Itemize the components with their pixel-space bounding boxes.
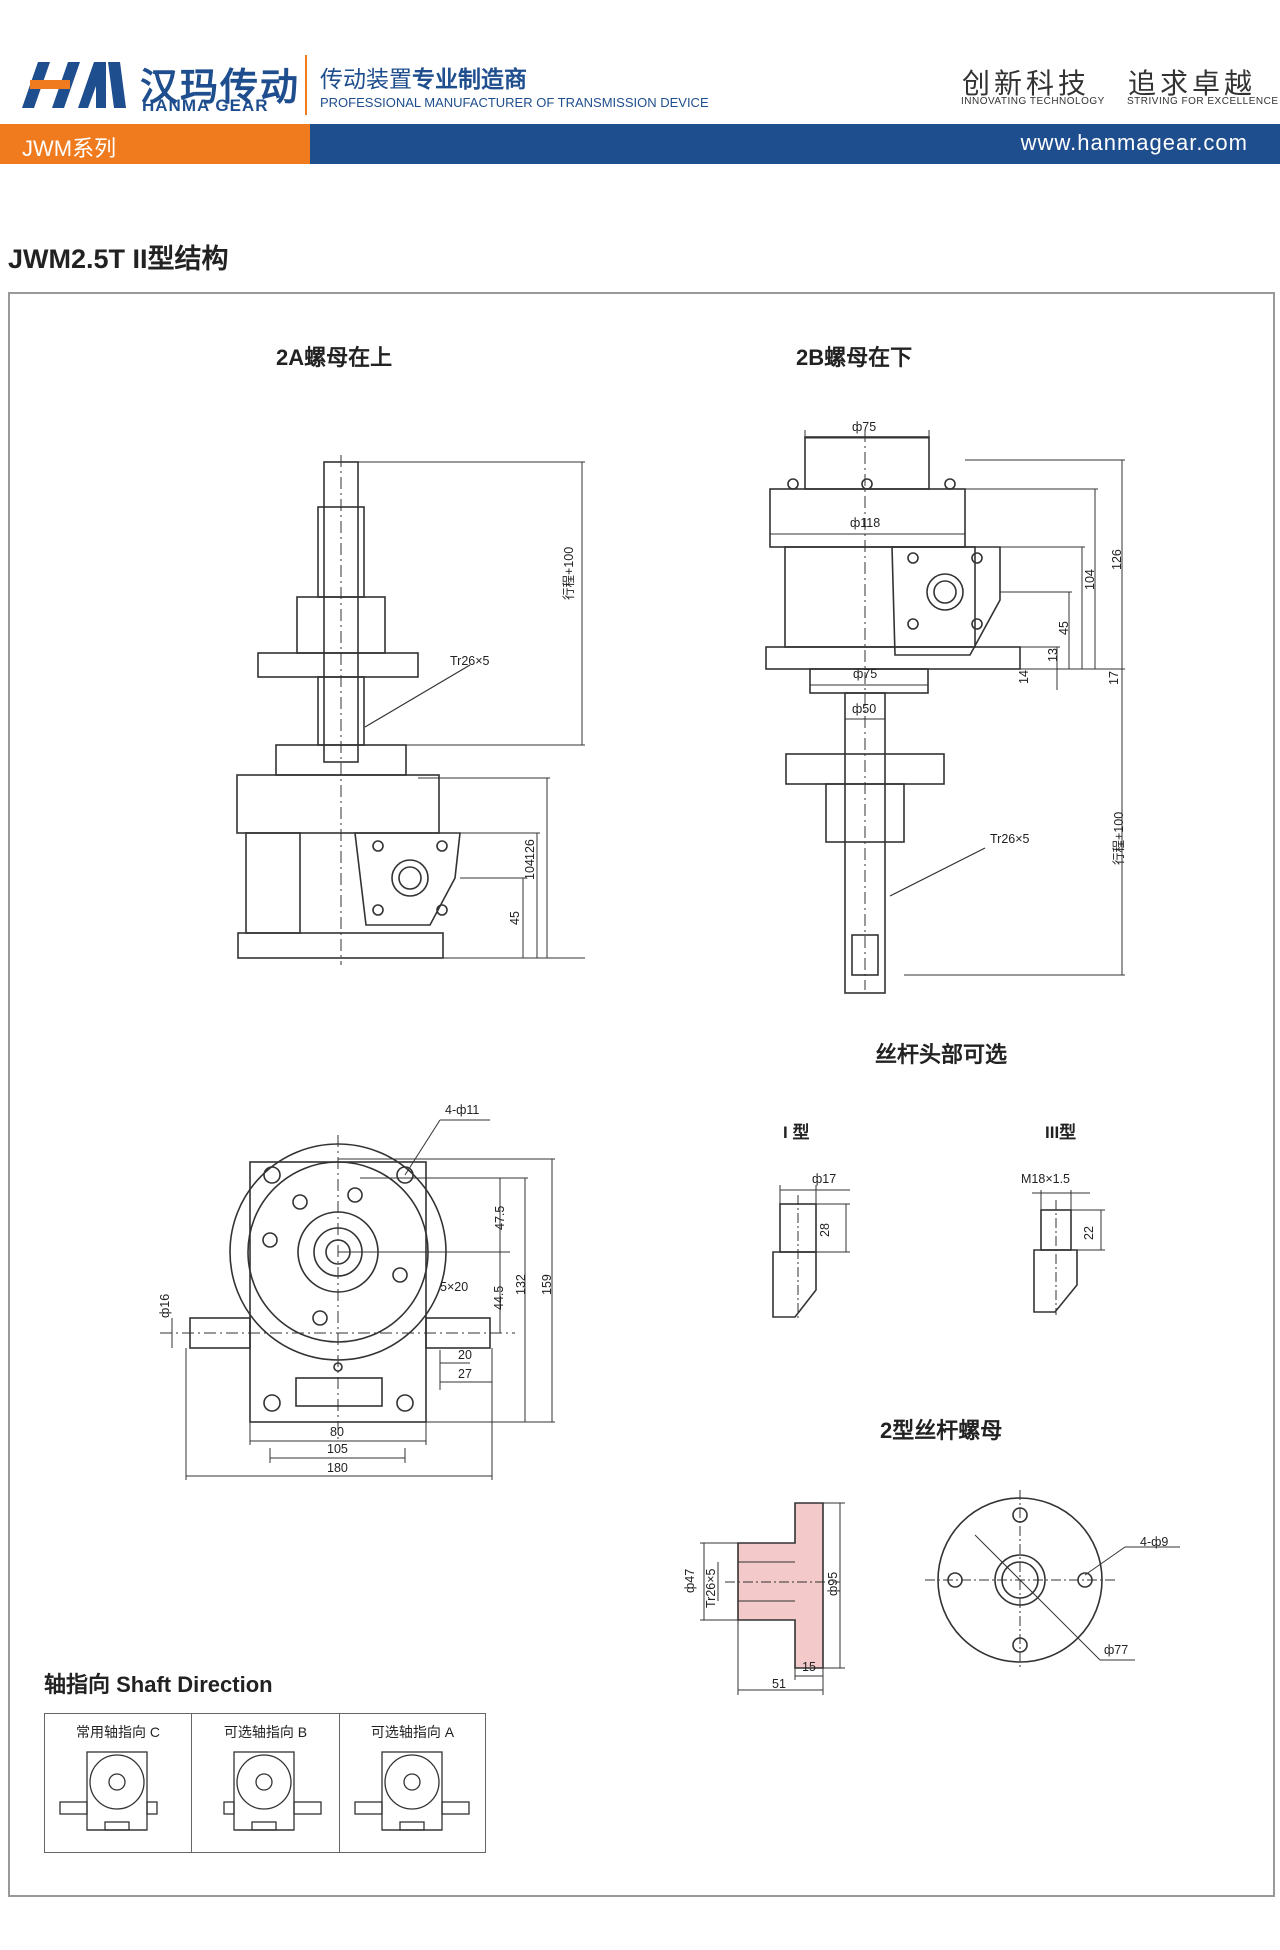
view-2a-drawing <box>236 455 585 965</box>
shaft-option-b: 可选轴指向 B <box>192 1714 340 1852</box>
tagline-cn-bold: 专业制造商 <box>412 66 527 92</box>
front-h132: 132 <box>514 1274 528 1295</box>
2b-h13: 13 <box>1046 648 1060 662</box>
tagline-cn: 传动装置专业制造商 <box>320 60 527 94</box>
slogan-innovating-cn: 创新科技 <box>962 67 1091 100</box>
2b-d118: ф118 <box>850 516 881 530</box>
2b-stroke-label: 行程+100 <box>1112 811 1126 865</box>
series-bar <box>0 124 310 164</box>
front-holes-label: 4-ф11 <box>445 1103 480 1117</box>
front-w105: 105 <box>327 1442 348 1456</box>
view-2b-drawing <box>765 430 1125 994</box>
shaft-direction-table: 常用轴指向 C 可选轴指向 B 可选轴指向 A <box>44 1713 486 1853</box>
view-2b-title: 2B螺母在下 <box>796 345 913 370</box>
nut-t15: 15 <box>802 1660 816 1674</box>
2a-h45: 45 <box>508 911 522 925</box>
shaft-option-a: 可选轴指向 A <box>340 1714 485 1852</box>
shaft-b-gearbox-icon <box>223 1751 322 1831</box>
shaft-option-c: 常用轴指向 C <box>45 1714 192 1852</box>
nut-thread: Tr26×5 <box>704 1568 718 1609</box>
nut-drawing <box>700 1490 1180 1695</box>
2b-d50: ф50 <box>852 702 877 716</box>
nut-l51: 51 <box>772 1677 786 1691</box>
page-header: 汉玛传动 HANMA GEAR 传动装置专业制造商 PROFESSIONAL M… <box>0 0 1280 165</box>
type1-dia: ф17 <box>812 1172 837 1186</box>
nut-d47: ф47 <box>683 1568 697 1593</box>
nut-pcd: ф77 <box>1104 1643 1129 1657</box>
slogan-excellence-cn: 追求卓越 <box>1128 67 1257 100</box>
type3-thread: M18×1.5 <box>1021 1172 1070 1186</box>
2b-thread-label: Tr26×5 <box>990 832 1030 846</box>
nut-title: 2型丝杆螺母 <box>880 1418 1003 1443</box>
website-link[interactable]: www.hanmagear.com <box>1020 130 1248 155</box>
shaft-direction-title: 轴指向 Shaft Direction <box>44 1672 273 1697</box>
brand-name-cn: 汉玛传动 <box>140 67 301 109</box>
page-title: JWM2.5T II型结构 <box>8 244 229 274</box>
shaft-option-b-label: 可选轴指向 B <box>223 1724 308 1740</box>
2b-h126: 126 <box>1110 549 1124 570</box>
2b-h17: 17 <box>1107 671 1121 685</box>
front-l27: 27 <box>458 1367 472 1381</box>
2b-h14: 14 <box>1017 670 1031 684</box>
type3-title: III型 <box>1045 1123 1077 1142</box>
shaft-c-gearbox-icon <box>59 1751 158 1831</box>
type1-len: 28 <box>818 1223 832 1237</box>
header-divider <box>305 55 307 115</box>
slogan-innovating-en: INNOVATING TECHNOLOGY <box>961 96 1105 107</box>
drawing-frame <box>8 292 1275 1897</box>
2b-d75-top: ф75 <box>852 420 877 434</box>
front-h159: 159 <box>540 1274 554 1295</box>
slogan-excellence-en: STRIVING FOR EXCELLENCE <box>1127 96 1279 107</box>
shaft-option-a-label: 可选轴指向 A <box>370 1724 455 1740</box>
2a-h104: 104 <box>523 859 537 880</box>
shaft-option-c-label: 常用轴指向 C <box>76 1724 160 1740</box>
2b-h45: 45 <box>1057 621 1071 635</box>
2a-stroke-label: 行程+100 <box>562 546 576 600</box>
2a-h126: 126 <box>523 839 537 860</box>
screw-head-title: 丝杆头部可选 <box>875 1042 1008 1067</box>
2b-h104: 104 <box>1083 569 1097 590</box>
hanma-logo-icon <box>22 62 126 108</box>
front-w80: 80 <box>330 1425 344 1439</box>
screw-head-types-drawing <box>772 1185 1105 1320</box>
type1-title: I 型 <box>783 1123 810 1142</box>
front-key-label: 5×20 <box>440 1280 469 1294</box>
tagline-en: PROFESSIONAL MANUFACTURER OF TRANSMISSIO… <box>320 95 709 110</box>
website-bar <box>310 124 1280 164</box>
2a-thread-label: Tr26×5 <box>450 654 490 668</box>
2b-d75-bottom: ф75 <box>853 667 878 681</box>
shaft-a-gearbox-icon <box>354 1751 470 1831</box>
front-l20: 20 <box>458 1348 472 1362</box>
front-view-drawing <box>160 1119 555 1480</box>
nut-holes: 4-ф9 <box>1140 1535 1169 1549</box>
nut-d95: ф95 <box>826 1571 840 1596</box>
front-w180: 180 <box>327 1461 348 1475</box>
front-h47-5: 47.5 <box>493 1205 507 1230</box>
type3-len: 22 <box>1082 1226 1096 1240</box>
tagline-cn-normal: 传动装置 <box>320 66 412 92</box>
front-h44-5: 44.5 <box>492 1285 506 1310</box>
view-2a-title: 2A螺母在上 <box>276 345 393 370</box>
front-d16: ф16 <box>158 1293 172 1318</box>
brand-name-en: HANMA GEAR <box>142 96 269 115</box>
series-label: JWM系列 <box>22 136 117 161</box>
